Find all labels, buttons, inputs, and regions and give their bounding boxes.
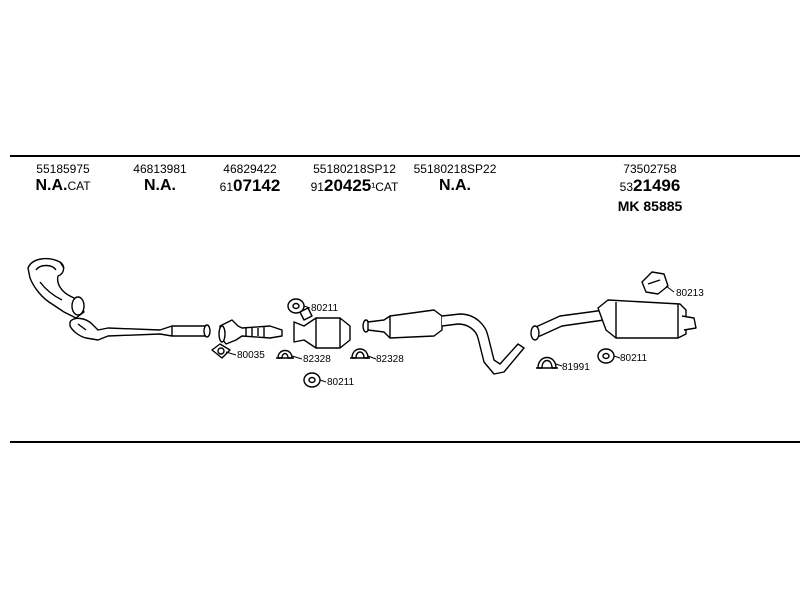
gasket-part [211, 343, 231, 359]
part-number: 55185975 [36, 162, 90, 176]
callout-80213: 80213 [676, 288, 704, 299]
rubber-hanger-part [597, 348, 615, 364]
header-col-flex-pipe: 46829422 6107142 [210, 162, 290, 197]
callout-80211-b: 80211 [327, 377, 355, 388]
rubber-hanger-part [287, 298, 305, 314]
part-number: 46829422 [223, 162, 277, 176]
middle-silencer-part [362, 309, 525, 375]
part-number: 73502758 [623, 162, 677, 176]
callout-80211-a: 80211 [311, 303, 339, 314]
article-label: 5321496 [619, 176, 681, 195]
callout-80035: 80035 [237, 350, 265, 361]
clamp-part [350, 348, 370, 359]
callout-80211-c: 80211 [620, 353, 648, 364]
clamp-part [536, 356, 558, 369]
rear-silencer-part [530, 299, 697, 341]
header-col-front-pipe: 46813981 N.A. [125, 162, 195, 196]
part-number: 55180218SP12 [313, 162, 396, 176]
article-label: N.A.CAT [35, 177, 91, 194]
rubber-hanger-part [303, 372, 321, 388]
callout-82328-b: 82328 [376, 354, 404, 365]
article-label: 9120425¹CAT [310, 176, 399, 195]
header-col-catalyst-front: 55185975 N.A.CAT [28, 162, 98, 196]
top-divider [10, 155, 800, 157]
header-col-catalyst-main: 55180218SP12 9120425¹CAT [302, 162, 407, 197]
clamp-part [276, 349, 294, 359]
manifold-catalyst-part [27, 257, 85, 319]
article-label: N.A. [439, 177, 471, 194]
bottom-divider [10, 441, 800, 443]
mounting-kit-label: MK 85885 [617, 198, 683, 214]
front-pipe-part [69, 317, 211, 341]
part-number: 46813981 [133, 162, 187, 176]
callout-81991: 81991 [562, 362, 590, 373]
header-col-middle-silencer: 55180218SP22 N.A. [410, 162, 500, 196]
catalytic-converter-part [293, 307, 351, 349]
part-number: 55180218SP22 [413, 162, 497, 176]
bracket-part [641, 271, 669, 295]
callout-82328-a: 82328 [303, 354, 331, 365]
article-label: N.A. [144, 177, 176, 194]
header-col-rear-silencer: 73502758 5321496 MK 85885 [605, 162, 695, 215]
flex-pipe-part [218, 319, 283, 345]
article-label: 6107142 [219, 176, 281, 195]
